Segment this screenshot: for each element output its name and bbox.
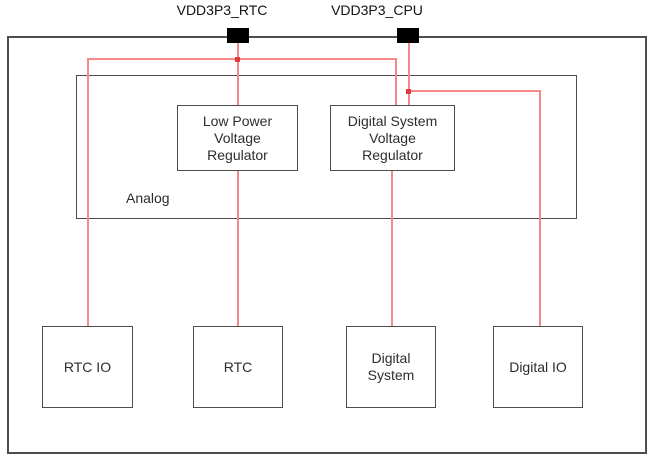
analog-domain-rect xyxy=(76,75,577,219)
junction-dot-vdd3p3-cpu xyxy=(406,89,411,94)
wire-ds-regulator-to-digital-system xyxy=(391,171,393,326)
pin-label-vdd3p3-cpu: VDD3P3_CPU xyxy=(331,2,423,18)
block-rtc: RTC xyxy=(193,326,283,408)
pin-pad-vdd3p3-rtc xyxy=(227,28,249,43)
wire-bus-to-rtc-io xyxy=(87,58,89,326)
wire-vdd3p3-rtc-to-lp-regulator xyxy=(236,43,239,105)
block-digital-system: Digital System xyxy=(346,326,436,408)
block-low-power-voltage-regulator: Low Power Voltage Regulator xyxy=(177,105,298,171)
wire-vdd3p3-cpu-to-ds-regulator xyxy=(407,43,410,105)
pin-pad-vdd3p3-cpu xyxy=(397,28,419,43)
pin-label-vdd3p3-rtc: VDD3P3_RTC xyxy=(176,2,268,18)
block-digital-io: Digital IO xyxy=(493,326,583,408)
wire-bus-to-ds-regulator xyxy=(395,58,397,105)
wire-bus-to-digital-io xyxy=(538,90,541,326)
analog-region-label: Analog xyxy=(126,190,170,206)
wire-rtc-horizontal-bus xyxy=(87,58,397,60)
junction-dot-vdd3p3-rtc xyxy=(235,56,240,62)
block-rtc-io: RTC IO xyxy=(42,326,133,408)
chip-boundary-rect xyxy=(7,36,647,454)
block-digital-system-voltage-regulator: Digital System Voltage Regulator xyxy=(330,105,455,171)
wire-cpu-horizontal-bus xyxy=(407,90,541,92)
wire-lp-regulator-to-rtc xyxy=(236,171,239,326)
